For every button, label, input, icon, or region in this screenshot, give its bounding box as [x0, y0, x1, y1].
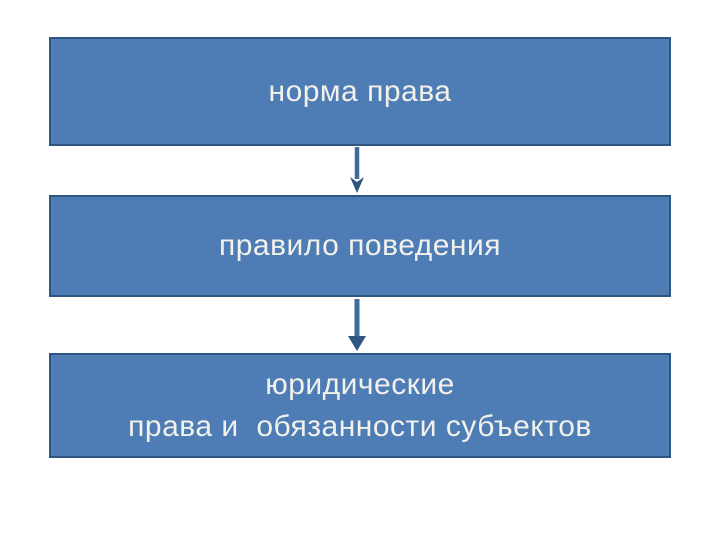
down-arrow-head-icon [348, 336, 366, 351]
down-arrow-head-icon [350, 177, 364, 193]
down-arrow-connector-1 [350, 147, 364, 193]
box-label-pravilo-povedeniya: правило поведения [219, 229, 501, 262]
flow-box-pravilo-povedeniya: правило поведения [49, 195, 671, 297]
flow-box-yuridicheskie-prava: юридические права и обязанности субъекто… [49, 353, 671, 458]
down-arrow-connector-2 [348, 299, 366, 351]
box-label-yuridicheskie-prava: юридические права и обязанности субъекто… [128, 367, 592, 443]
box-label-norma-prava: норма права [268, 74, 452, 108]
flow-box-norma-prava: норма права [49, 37, 671, 146]
